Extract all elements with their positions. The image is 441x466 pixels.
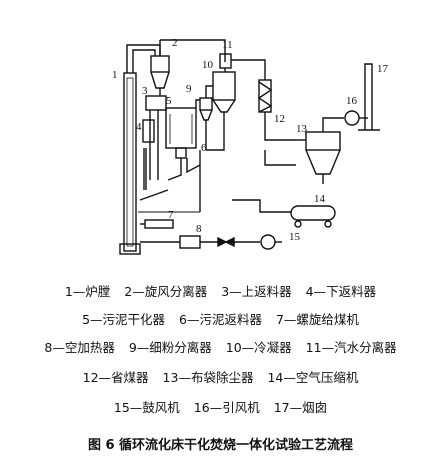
legend-item: 2—旋风分离器: [124, 284, 208, 299]
legend-item: 17—烟囱: [273, 400, 328, 415]
legend-item: 5—污泥干化器: [82, 312, 166, 327]
legend-item: 9—细粉分离器: [128, 340, 212, 355]
air-heater: [140, 235, 260, 249]
legend-item: 10—冷凝器: [225, 340, 292, 355]
legend-item: 3—上返料器: [221, 284, 292, 299]
legend-item: 15—鼓风机: [113, 400, 180, 415]
label-8: 8: [196, 223, 202, 235]
induced-draft-fan: [322, 110, 368, 132]
legend-item: 16—引风机: [193, 400, 260, 415]
steam-water-separator: [219, 53, 266, 80]
loop-seal-lower: [142, 119, 155, 190]
air-compressor: [232, 199, 336, 228]
legend-row-1: 1—炉膛 2—旋风分离器 3—上返料器 4—下返料器: [0, 284, 441, 300]
label-3: 3: [142, 85, 148, 97]
legend-row-3: 8—空加热器 9—细粉分离器 10—冷凝器 11—汽水分离器: [0, 340, 441, 356]
diagram-labels: 1 2 3 4 5 6 7 8 9 10 11 12 13 14 15 16 1…: [112, 37, 389, 243]
label-7: 7: [168, 209, 174, 221]
legend-item: 11—汽水分离器: [305, 340, 397, 355]
label-12: 12: [274, 113, 285, 125]
legend-item: 4—下返料器: [305, 284, 377, 299]
label-15: 15: [289, 231, 301, 243]
label-13: 13: [296, 123, 308, 135]
label-2: 2: [172, 37, 178, 49]
legend-item: 8—空加热器: [44, 340, 115, 355]
sludge-return-feeder: [167, 150, 201, 212]
blower: [260, 234, 282, 250]
figure-caption: 图 6 循环流化床干化焚烧一体化试验工艺流程: [87, 438, 354, 453]
label-9: 9: [186, 83, 192, 95]
process-flow-diagram: 1 2 3 4 5 6 7 8 9 10 11 12 13 14 15 16 1…: [112, 37, 389, 255]
label-4: 4: [136, 121, 142, 133]
label-6: 6: [201, 142, 207, 154]
label-10: 10: [202, 59, 214, 71]
legend-row-4: 12—省煤器 13—布袋除尘器 14—空气压缩机: [0, 370, 441, 386]
label-11: 11: [222, 39, 233, 51]
legend-item: 1—炉膛: [64, 284, 111, 299]
label-5: 5: [166, 95, 172, 107]
furnace-outlet-duct: [126, 44, 161, 73]
economizer: [257, 79, 296, 166]
chimney: [358, 63, 380, 131]
screw-coal-feeder: [140, 219, 174, 229]
fine-powder-separator: [195, 97, 213, 128]
legend-row-5: 15—鼓风机 16—引风机 17—烟囱: [0, 400, 441, 416]
legend-item: 12—省煤器: [82, 370, 149, 385]
bag-filter: [296, 131, 341, 184]
label-14: 14: [314, 193, 326, 205]
return-lines: [138, 124, 225, 213]
condenser: [205, 71, 236, 124]
label-16: 16: [346, 95, 358, 107]
sludge-dryer: [165, 107, 197, 159]
legend-item: 14—空气压缩机: [267, 370, 359, 385]
legend-item: 7—螺旋给煤机: [275, 312, 359, 327]
label-1: 1: [112, 69, 118, 81]
label-17: 17: [377, 63, 389, 75]
loop-seal-upper: [145, 95, 167, 180]
legend-row-2: 5—污泥干化器 6—污泥返料器 7—螺旋给煤机: [0, 312, 441, 328]
legend-item: 13—布袋除尘器: [162, 370, 254, 385]
furnace: [119, 72, 141, 255]
legend-item: 6—污泥返料器: [179, 312, 262, 327]
